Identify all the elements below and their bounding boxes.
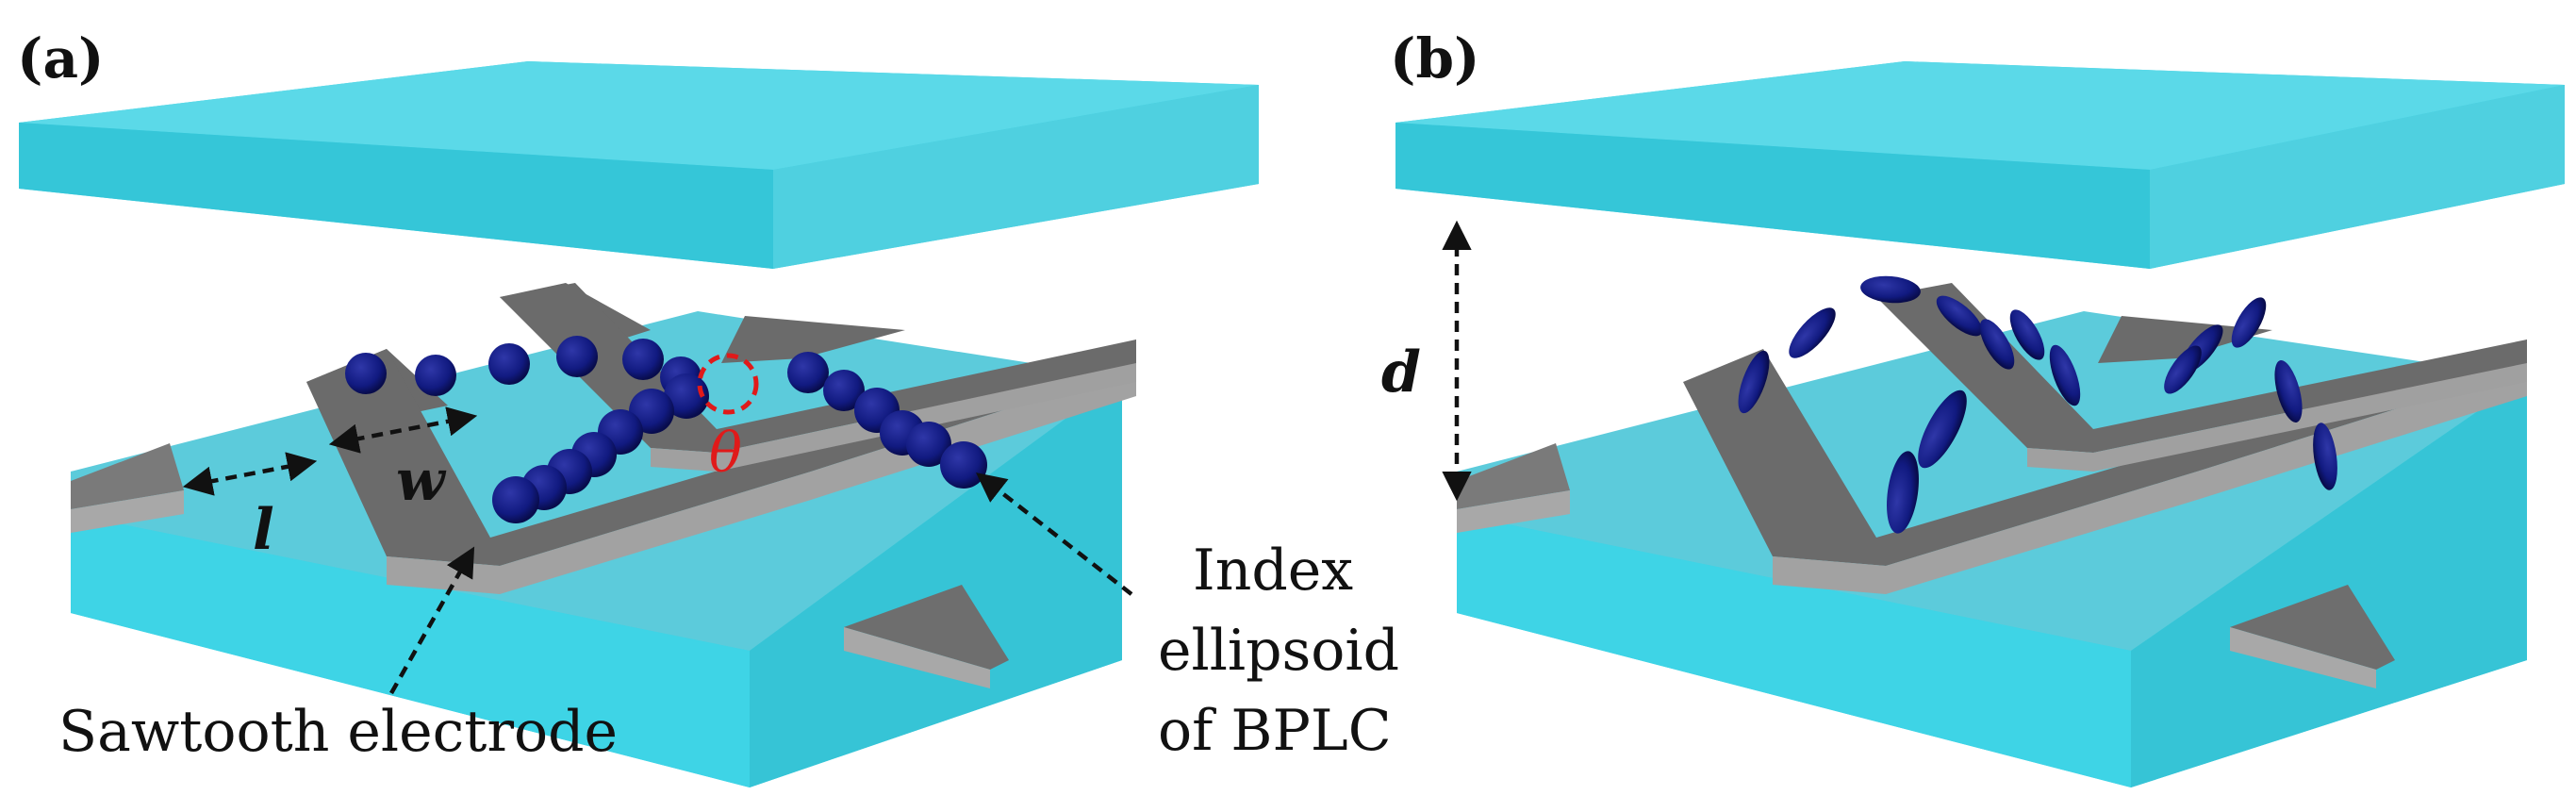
- bplc-sphere: [488, 343, 530, 385]
- d-label: d: [1381, 340, 1421, 406]
- panel-label-b: (b): [1390, 26, 1479, 91]
- bplc-ellipsoid: [1887, 451, 1919, 534]
- bplc-ellipsoid: [1738, 350, 1770, 414]
- bplc-sphere: [415, 355, 456, 396]
- bplc-ellipsoid: [1918, 389, 1967, 469]
- panel-b: d (b): [1381, 26, 2565, 787]
- bplc-sphere: [492, 476, 539, 523]
- ellipsoid-caption-line2: ellipsoid: [1158, 618, 1399, 684]
- bplc-spheres-a: [345, 336, 987, 523]
- bplc-ellipsoid: [2164, 345, 2202, 394]
- electrode-caption: Sawtooth electrode: [58, 699, 618, 765]
- dimension-arrow-w: [328, 406, 478, 454]
- angle-marker: [697, 353, 759, 415]
- l-label: l: [253, 497, 274, 563]
- bplc-sphere: [622, 339, 664, 380]
- ellipsoid-caption-line3: of BPLC: [1158, 698, 1392, 764]
- bplc-sphere: [787, 352, 829, 393]
- bplc-sphere: [556, 336, 598, 377]
- panel-label-a: (a): [17, 26, 104, 91]
- bplc-ellipsoids-b: [1738, 275, 2337, 534]
- bplc-sphere: [940, 441, 987, 489]
- w-label: w: [396, 448, 447, 514]
- bplc-sphere: [664, 373, 709, 419]
- bplc-ellipsoid: [1789, 307, 1836, 358]
- ellipsoid-caption-line1: Index: [1193, 538, 1353, 604]
- bplc-ellipsoid: [2274, 360, 2303, 423]
- bplc-sphere: [906, 422, 951, 467]
- top-substrate-b: [1395, 61, 2565, 269]
- bplc-ellipsoid: [2009, 309, 2045, 360]
- bplc-ellipsoid: [1860, 275, 1921, 304]
- bplc-ellipsoid: [2049, 344, 2081, 406]
- ellipsoid-leader-arrow: [976, 472, 1133, 596]
- panel-a: θ l w Sawtooth electrode Index ellipsoid…: [17, 26, 1399, 787]
- electrode-leader-arrow: [389, 546, 475, 695]
- bplc-sphere: [823, 370, 865, 411]
- dimension-arrow-l: [182, 452, 318, 496]
- bplc-ellipsoid: [2313, 423, 2337, 490]
- bplc-ellipsoid: [2231, 297, 2267, 348]
- bplc-sphere: [345, 353, 387, 394]
- bplc-ellipsoid: [1979, 319, 2015, 370]
- theta-label: θ: [709, 421, 742, 485]
- bplc-ellipsoid: [1936, 295, 1983, 337]
- top-substrate-a: [19, 61, 1259, 269]
